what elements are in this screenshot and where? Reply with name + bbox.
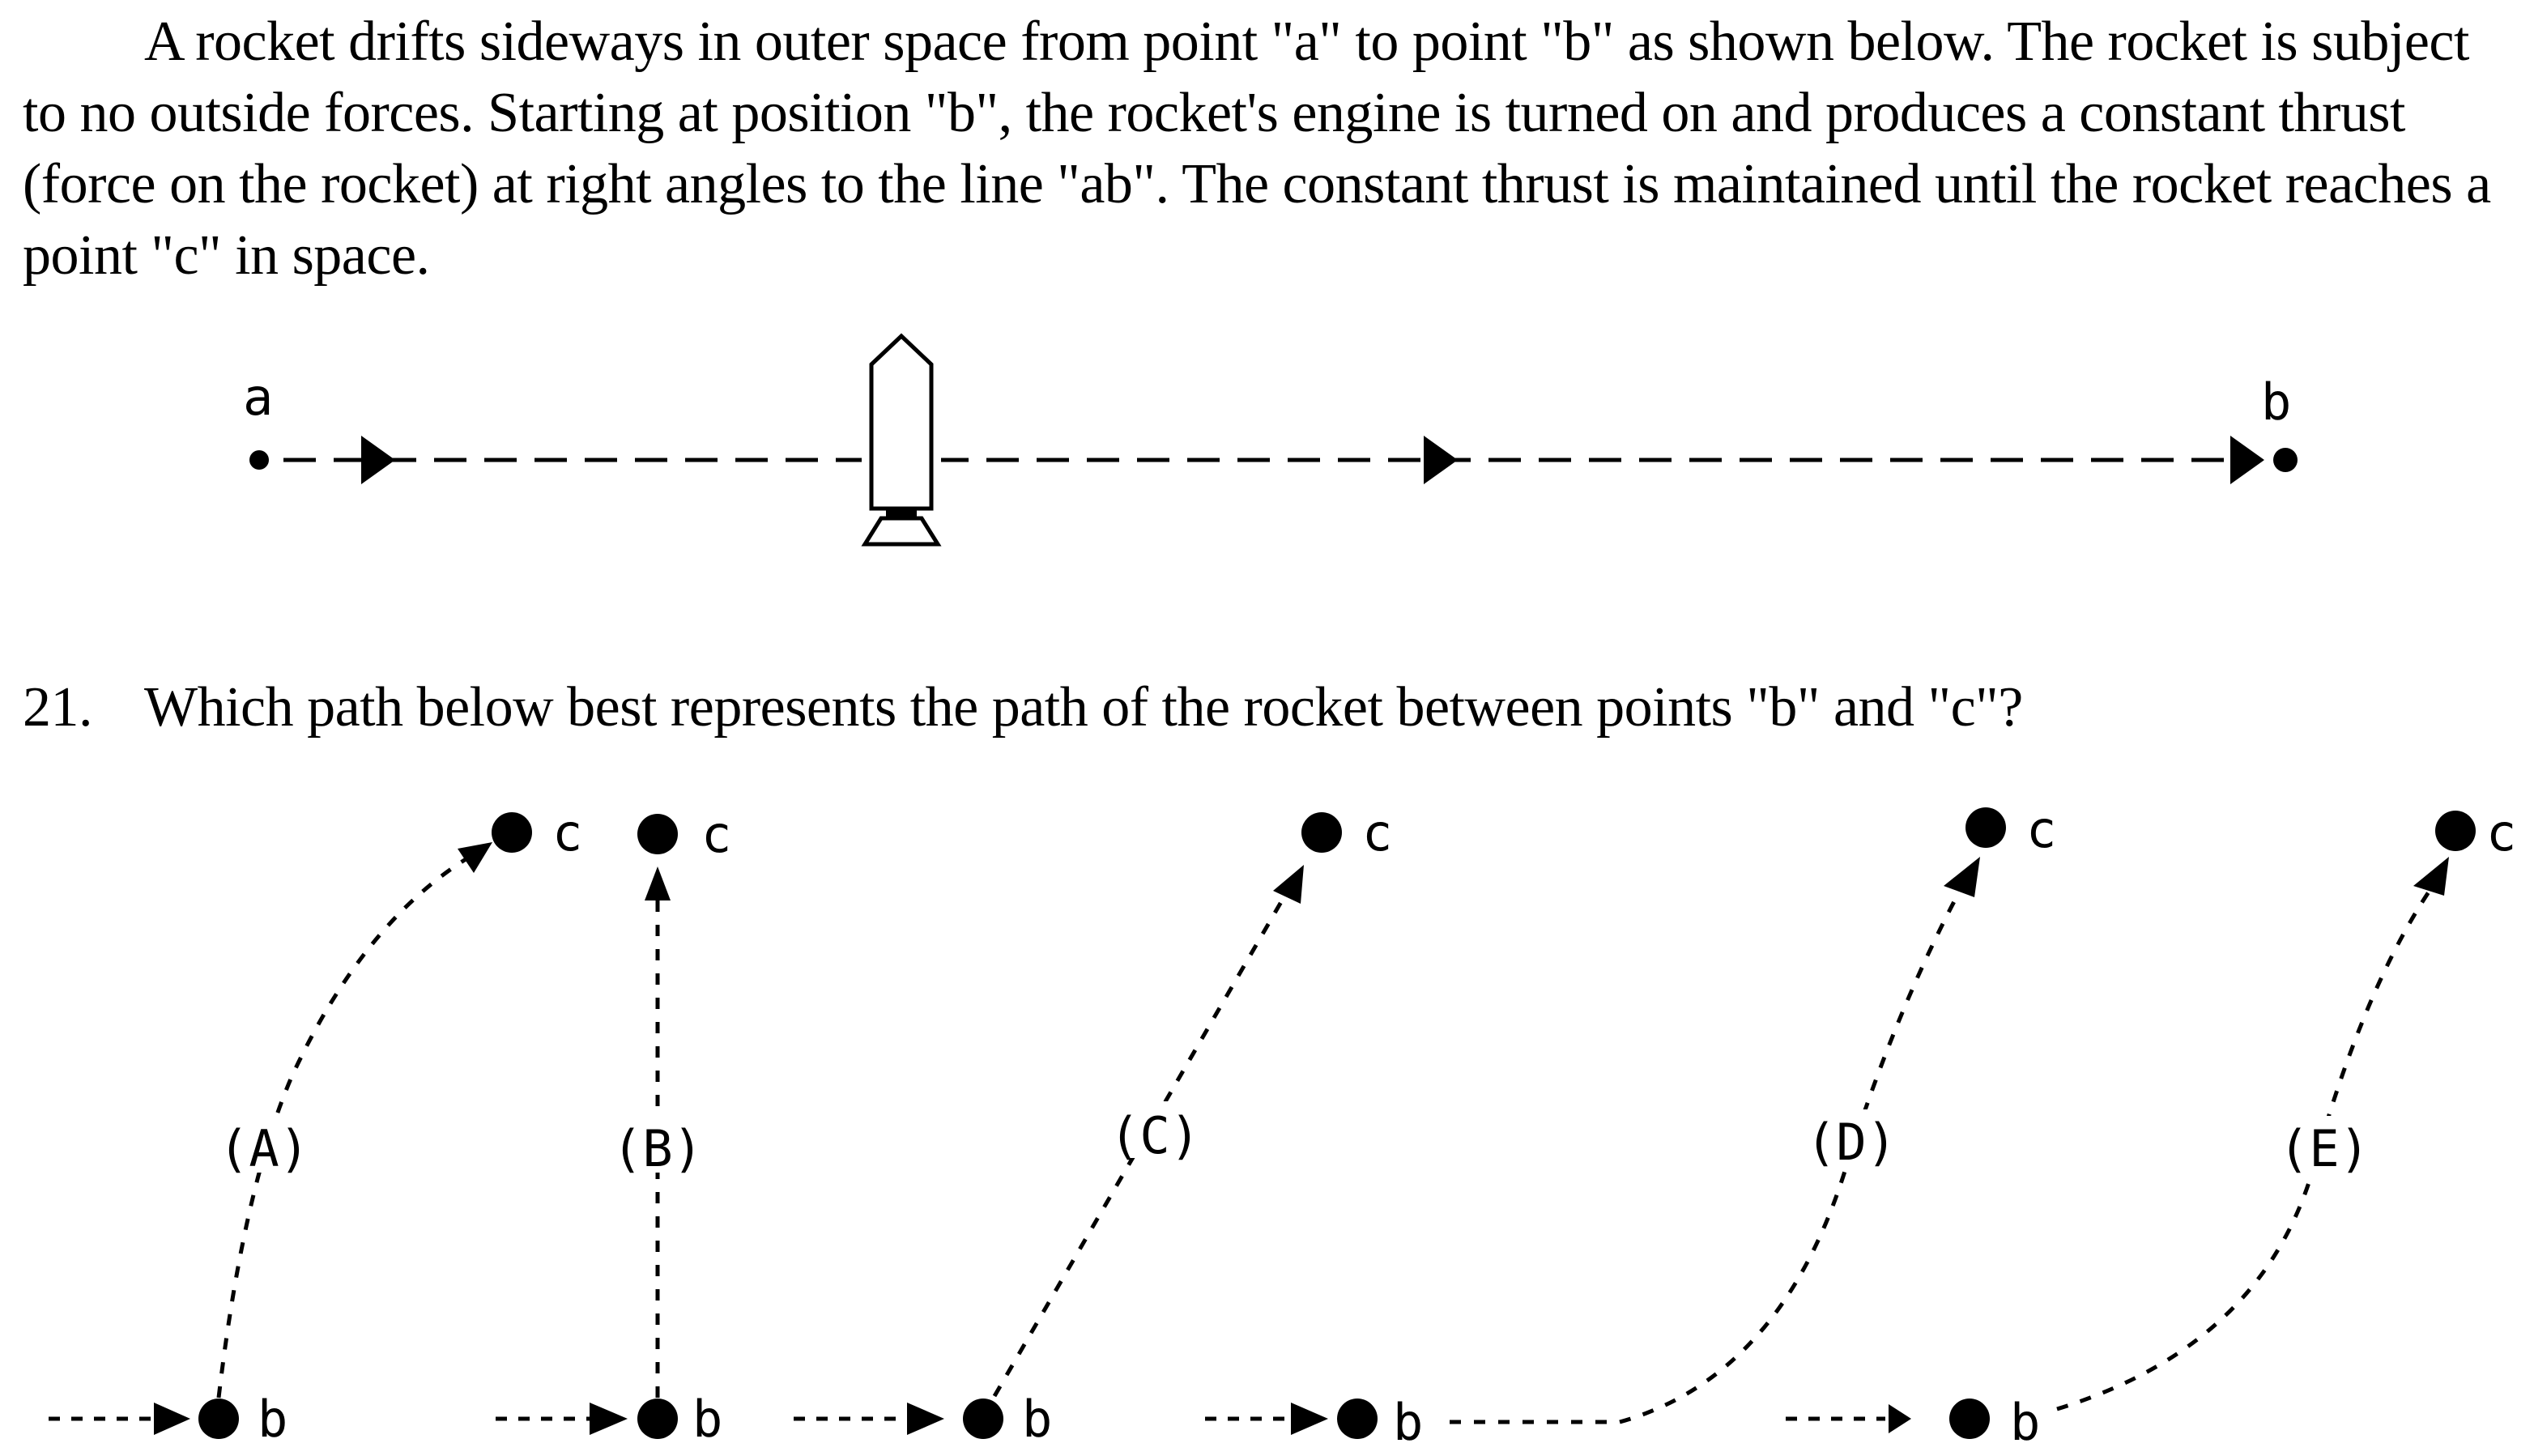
option-a-path: b c (A) <box>49 803 582 1449</box>
option-d-incoming-arrowhead <box>1291 1403 1328 1435</box>
option-b-b-label: b <box>692 1390 722 1449</box>
option-d-arrowhead <box>1944 857 1980 897</box>
option-a-point-c <box>492 812 532 853</box>
option-d-c-label: c <box>2026 800 2056 859</box>
option-c-b-label: b <box>1022 1390 1052 1449</box>
option-a-trajectory <box>216 852 475 1399</box>
question: 21. Which path below best represents the … <box>23 672 2023 743</box>
option-e-c-label: c <box>2486 803 2516 862</box>
option-d-label: (D) <box>1806 1113 1897 1172</box>
question-text: Which path below best represents the pat… <box>144 676 2023 739</box>
option-c-label-bg <box>1105 1101 1210 1158</box>
option-e-label: (E) <box>2279 1119 2370 1178</box>
option-c-incoming-arrowhead <box>907 1403 944 1435</box>
option-d-path: b c (D) <box>1205 800 2056 1452</box>
option-a-label-bg <box>212 1116 317 1173</box>
option-a-point-b <box>198 1399 239 1439</box>
option-a-b-label: b <box>258 1390 287 1449</box>
option-b-point-c <box>637 814 678 854</box>
option-e-point-c <box>2435 811 2476 851</box>
option-b-incoming-arrowhead <box>590 1403 628 1435</box>
option-e-b-label: b <box>2010 1393 2040 1452</box>
option-c-path: b c (C) <box>794 803 1392 1449</box>
option-d-point-c <box>1965 807 2006 848</box>
option-b-path: b c (B) <box>496 805 731 1449</box>
option-b-label: (B) <box>612 1119 703 1178</box>
option-c-point-b <box>963 1399 1003 1439</box>
option-e-arrowhead <box>2413 857 2449 896</box>
drift-arrowhead-1 <box>361 436 395 484</box>
point-b-dot <box>2273 448 2298 472</box>
option-d-b-label: b <box>1393 1393 1423 1452</box>
problem-statement: A rocket drifts sideways in outer space … <box>23 11 2491 287</box>
option-e-point-b <box>1949 1399 1990 1439</box>
option-d-point-b <box>1337 1399 1378 1439</box>
question-number: 21. <box>23 676 93 739</box>
option-e-path: b c (E) <box>1786 803 2516 1452</box>
point-a-dot <box>249 450 269 470</box>
drift-diagram: a b <box>243 333 2298 547</box>
option-e-label-bg <box>2274 1116 2379 1173</box>
option-a-c-label: c <box>552 803 582 862</box>
point-a-label: a <box>243 368 273 427</box>
drift-arrowhead-3 <box>2230 436 2264 484</box>
rocket-icon <box>861 333 942 547</box>
option-b-point-b <box>637 1399 678 1439</box>
option-d-trajectory <box>1450 889 1962 1424</box>
option-d-label-bg <box>1801 1109 1906 1166</box>
option-b-c-label: c <box>701 805 731 864</box>
point-b-label: b <box>2261 373 2291 432</box>
option-e-incoming-arrowhead <box>1889 1404 1911 1433</box>
drift-arrowhead-2 <box>1424 436 1458 484</box>
option-c-c-label: c <box>1362 803 1392 862</box>
option-b-arrowhead <box>645 866 671 900</box>
option-a-arrowhead <box>458 842 492 873</box>
option-c-arrowhead <box>1273 865 1304 904</box>
option-a-label: (A) <box>219 1119 309 1178</box>
option-c-label: (C) <box>1109 1106 1200 1165</box>
option-a-incoming-arrowhead <box>154 1403 190 1435</box>
option-c-point-c <box>1301 812 1342 853</box>
option-b-label-bg <box>606 1116 711 1173</box>
